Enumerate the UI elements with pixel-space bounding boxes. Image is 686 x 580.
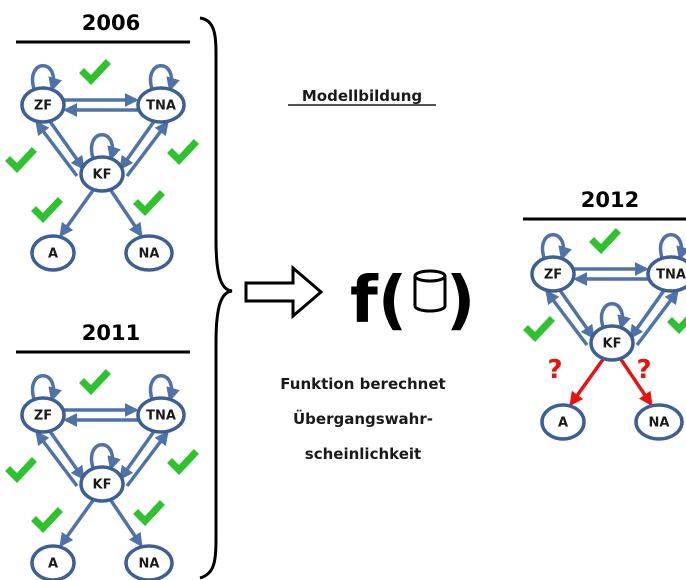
self-loop-edge	[30, 374, 62, 402]
state-node-label: KF	[93, 478, 112, 493]
panel-2006: 2006 ZF TNA KF A NA	[5, 11, 199, 272]
state-node	[136, 396, 186, 434]
question-mark: ?	[636, 355, 651, 385]
transition-edge	[119, 118, 157, 171]
check-icon	[667, 316, 686, 335]
state-node-label: NA	[649, 416, 670, 431]
state-node-label: A	[48, 557, 58, 572]
self-loop-edge	[658, 233, 686, 261]
state-node	[20, 86, 66, 124]
state-node-label: ZF	[34, 99, 52, 114]
check-icon	[589, 228, 621, 255]
state-node	[136, 86, 186, 124]
state-node-label: TNA	[656, 268, 686, 283]
self-loop-edge	[148, 64, 180, 92]
self-loop-edge	[599, 302, 631, 330]
check-icon	[79, 369, 111, 396]
state-node-label: A	[558, 416, 568, 431]
state-node	[530, 255, 576, 293]
year-label: 2012	[581, 188, 639, 212]
state-node	[124, 234, 174, 272]
state-node-label: KF	[603, 337, 622, 352]
state-graph: ZF TNA KF A NA	[5, 369, 199, 580]
state-node	[20, 396, 66, 434]
check-icon	[133, 500, 165, 527]
state-node	[30, 544, 76, 580]
transition-edge	[35, 120, 79, 178]
check-icon	[31, 197, 63, 224]
transition-edge	[618, 357, 653, 407]
panel-2011: 2011 ZF TNA KF A NA	[5, 321, 199, 580]
self-loop-edge	[30, 64, 62, 92]
question-mark: ?	[547, 355, 562, 385]
state-node-label: ZF	[544, 268, 562, 283]
description-line-2: Übergangswahr-	[293, 409, 433, 428]
state-node-label: KF	[93, 168, 112, 183]
self-loop-edge	[148, 374, 180, 402]
state-graph: ZF TNA KF A NA	[5, 59, 199, 272]
state-node	[634, 403, 684, 441]
state-node-label: ZF	[34, 409, 52, 424]
curly-brace	[199, 16, 233, 580]
transition-edge	[59, 187, 96, 238]
check-icon	[31, 507, 63, 534]
transition-edge	[125, 120, 169, 178]
check-icon	[133, 190, 165, 217]
transition-edge	[629, 287, 667, 340]
state-node-label: TNA	[146, 99, 176, 114]
state-node-label: A	[48, 247, 58, 262]
state-graph: ZF TNA KF A NA??	[523, 228, 686, 441]
description-line-3: scheinlichkeit	[305, 445, 421, 463]
function-symbol: f(	[350, 264, 407, 338]
transition-edge	[569, 356, 606, 407]
state-node	[124, 544, 174, 580]
self-loop-edge	[89, 443, 121, 471]
check-icon	[167, 139, 199, 166]
transition-edge	[125, 430, 169, 488]
check-icon	[5, 457, 37, 484]
function-symbol-close: )	[446, 264, 475, 338]
year-label: 2006	[82, 11, 140, 35]
transition-edge	[47, 428, 85, 481]
check-icon	[523, 316, 555, 343]
self-loop-edge	[89, 133, 121, 161]
state-node	[589, 324, 635, 362]
state-node	[79, 155, 125, 193]
panel-2012: 2012 ZF TNA KF A NA??	[523, 188, 686, 441]
state-node	[79, 465, 125, 503]
check-icon	[167, 449, 199, 476]
transition-edge	[47, 118, 85, 171]
year-label: 2011	[82, 321, 140, 345]
state-node	[646, 255, 686, 293]
state-node	[30, 234, 76, 272]
modellbildung-title: Modellbildung	[302, 87, 422, 105]
state-node-label: NA	[139, 247, 160, 262]
check-icon	[5, 147, 37, 174]
state-node	[540, 403, 586, 441]
check-icon	[79, 59, 111, 86]
transition-edge	[35, 430, 79, 488]
transition-edge	[108, 498, 143, 548]
transition-edge	[119, 428, 157, 481]
outline-arrow	[244, 264, 324, 320]
transition-edge	[59, 497, 96, 548]
database-icon	[413, 269, 447, 313]
transition-edge	[557, 287, 595, 340]
description-line-1: Funktion berechnet	[280, 375, 445, 393]
self-loop-edge	[540, 233, 572, 261]
transition-edge	[108, 188, 143, 238]
state-node-label: TNA	[146, 409, 176, 424]
state-node-label: NA	[139, 557, 160, 572]
transition-edge	[545, 289, 589, 347]
transition-edge	[635, 289, 679, 347]
